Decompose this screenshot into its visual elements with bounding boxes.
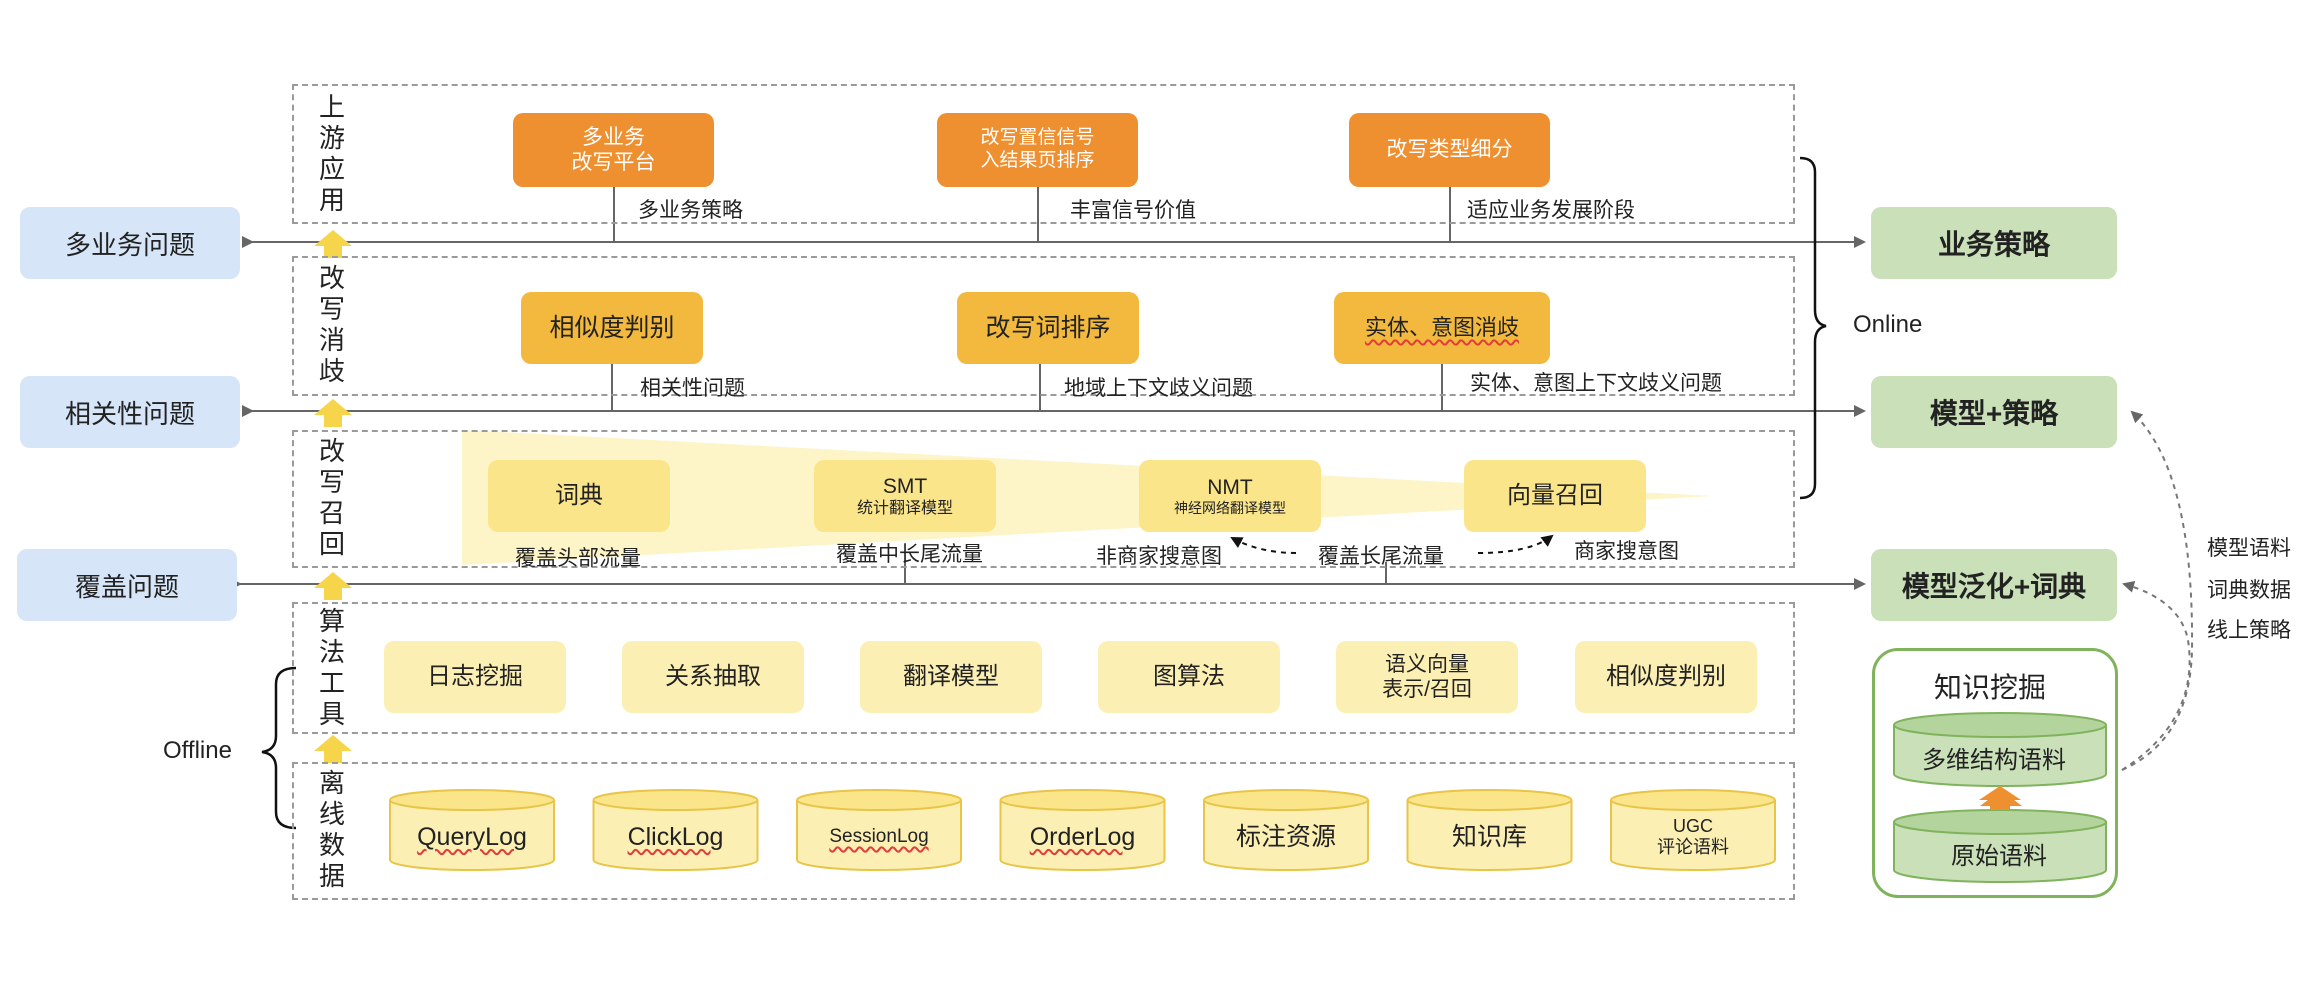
layer-up-arrows [314,230,352,763]
layer-label-algo: 算法工具 [318,606,345,729]
upstream-multi-business-platform: 多业务 改写平台 [513,113,714,187]
data-cylinder-body [592,800,759,871]
data-source-label: SessionLog [829,826,929,848]
offline-bracket [261,666,297,830]
layer-algo-tools [292,602,1795,734]
note-relevance-problem: 相关性问题 [640,377,745,400]
disambig-rewrite-ranking: 改写词排序 [957,292,1139,364]
note-head-traffic: 覆盖头部流量 [515,547,641,570]
problem-relevance: 相关性问题 [20,376,240,448]
output-business-strategy: 业务策略 [1871,207,2117,279]
data-source-label: ClickLog [627,822,724,851]
online-bracket [1799,156,1827,500]
data-cylinder-top [1610,789,1776,811]
data-cylinder-top [796,789,962,811]
data-source-label: QueryLog [417,822,527,851]
disambig-entity-intent: 实体、意图消歧 [1334,292,1550,364]
layer-label-recall: 改写召回 [318,436,345,559]
data-source-label: OrderLog [1029,822,1136,851]
data-cylinder-top [592,789,759,811]
feedback-online-strategy: 线上策略 [2207,619,2291,642]
algo-graph: 图算法 [1098,641,1280,713]
data-cylinder-body [1203,800,1369,871]
recall-nmt: NMT 神经网络翻译模型 [1139,460,1321,532]
layer-label-upstream: 上游应用 [318,92,345,215]
algo-semantic-vector: 语义向量 表示/召回 [1336,641,1518,713]
algo-translation-model: 翻译模型 [860,641,1042,713]
knowledge-mining-box [1872,648,2118,898]
note-multi-business-strategy: 多业务策略 [638,199,743,222]
feedback-curve [2121,410,2194,771]
online-label: Online [1853,311,1923,338]
data-cylinder-top [1406,789,1573,811]
upstream-rewrite-type: 改写类型细分 [1349,113,1550,187]
note-mid-tail-traffic: 覆盖中长尾流量 [836,543,983,566]
layer-offline-data [292,762,1795,900]
data-cylinder-body [389,800,555,871]
recall-vector: 向量召回 [1464,460,1646,532]
recall-dictionary: 词典 [488,460,670,532]
recall-funnel [462,430,1712,565]
knowledge-raw-corpus: 原始语料 [1951,843,2047,870]
data-cylinder-body [796,800,962,871]
data-cylinder-top [999,789,1166,811]
note-long-tail-traffic: 覆盖长尾流量 [1318,545,1444,568]
output-model-strategy: 模型+策略 [1871,376,2117,448]
data-source-label: 标注资源 [1235,822,1336,851]
upstream-confidence-signal: 改写置信信号 入结果页排序 [937,113,1138,187]
note-non-merchant-intent: 非商家搜意图 [1096,545,1222,568]
note-rich-signal-value: 丰富信号价值 [1070,199,1196,222]
note-business-stage: 适应业务发展阶段 [1467,199,1635,222]
knowledge-multi-dim-corpus: 多维结构语料 [1922,747,2066,774]
layer-label-offline-data: 离线数据 [318,768,345,891]
disambig-similarity: 相似度判别 [521,292,703,364]
data-cylinder-body [999,800,1166,871]
algo-similarity: 相似度判别 [1575,641,1757,713]
feedback-dict-data: 词典数据 [2207,579,2291,602]
output-model-generalization-dict: 模型泛化+词典 [1871,549,2117,621]
recall-smt: SMT 统计翻译模型 [814,460,996,532]
data-cylinder-top [389,789,555,811]
data-cylinder-body [1406,800,1573,871]
layer-label-disambig: 改写消歧 [318,263,345,386]
feedback-model-corpus: 模型语料 [2207,537,2291,560]
algo-relation-extraction: 关系抽取 [622,641,804,713]
note-region-context: 地域上下文歧义问题 [1064,377,1253,400]
note-merchant-intent: 商家搜意图 [1574,540,1679,563]
layer-upstream [292,84,1795,224]
data-cylinder-top [1203,789,1369,811]
layer-recall [292,430,1795,568]
offline-label: Offline [163,737,232,764]
knowledge-mining-title: 知识挖掘 [1934,672,2047,703]
data-cylinder-body [1610,800,1776,871]
problem-coverage: 覆盖问题 [17,549,237,621]
problem-multi-business: 多业务问题 [20,207,240,279]
algo-log-mining: 日志挖掘 [384,641,566,713]
data-source-label: 知识库 [1451,822,1527,851]
layer-disambig [292,256,1795,396]
note-entity-intent-context: 实体、意图上下文歧义问题 [1470,372,1722,395]
